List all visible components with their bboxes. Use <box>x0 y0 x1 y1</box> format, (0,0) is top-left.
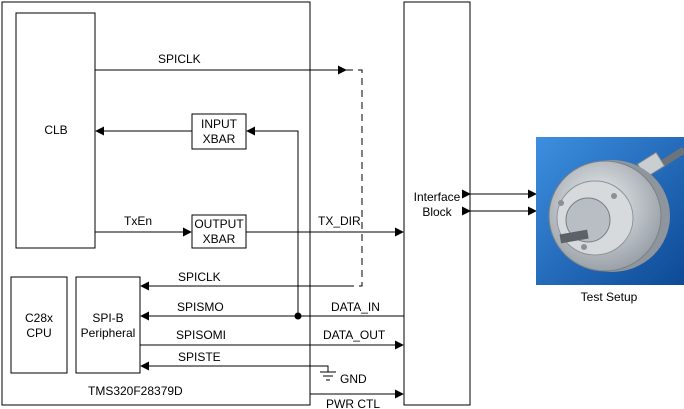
spiclk-top-label: SPICLK <box>158 52 201 66</box>
spismo-label: SPISMO <box>177 300 224 314</box>
txen-label: TxEn <box>124 214 152 228</box>
chip-label: TMS320F28379D <box>88 384 183 398</box>
spiclk-loop-dashed <box>346 69 363 287</box>
spiste-label: SPISTE <box>178 350 221 364</box>
clb-label: CLB <box>44 123 67 137</box>
cpu-label-2: CPU <box>26 326 51 340</box>
cpu-label-1: C28x <box>25 311 53 325</box>
output-xbar-label-1: OUTPUT <box>194 217 244 231</box>
input-xbar-label-2: XBAR <box>203 132 236 146</box>
spisomi-label: SPISOMI <box>176 328 226 342</box>
test-setup-label: Test Setup <box>581 290 638 304</box>
interface-block <box>403 1 471 406</box>
spi-label-2: Peripheral <box>81 326 136 340</box>
data-in-label: DATA_IN <box>331 300 380 314</box>
spi-label-1: SPI-B <box>92 311 123 325</box>
encoder-image <box>536 137 684 285</box>
interface-label-1: Interface <box>414 190 461 204</box>
cpu-block <box>10 276 68 374</box>
data-out-label: DATA_OUT <box>323 328 386 342</box>
ground-symbol <box>320 370 336 381</box>
pwr-ctl-label: PWR CTL <box>326 397 380 409</box>
tx-dir-label: TX_DIR <box>318 214 361 228</box>
spi-block <box>75 276 141 374</box>
input-xbar-block <box>191 113 247 150</box>
gnd-label: GND <box>340 372 367 386</box>
output-xbar-label-2: XBAR <box>203 232 236 246</box>
input-xbar-label-1: INPUT <box>201 117 238 131</box>
data-in-tap-line <box>246 126 299 316</box>
spiclk-bottom-label: SPICLK <box>178 270 221 284</box>
spiste-line <box>140 361 329 371</box>
interface-label-2: Block <box>422 205 452 219</box>
clb-block <box>15 12 96 249</box>
